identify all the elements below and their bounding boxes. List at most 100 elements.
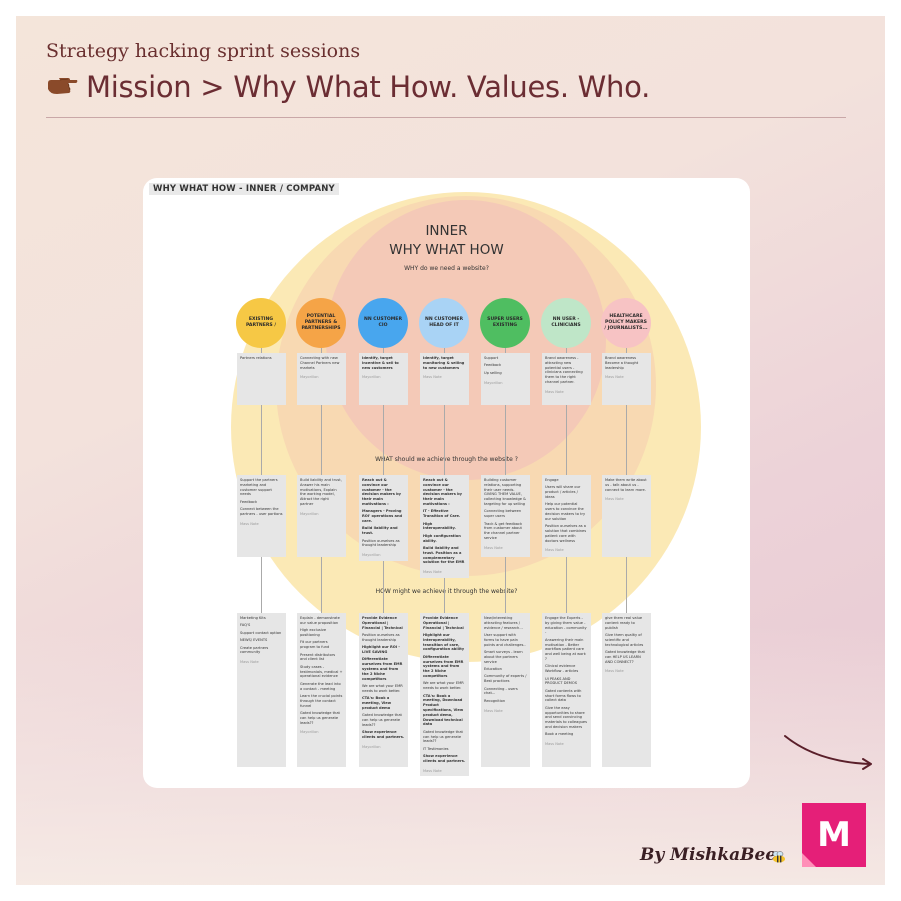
sticky-note-line: High Interoperability. [423,521,456,531]
sticky-note-author: Mayorillon [362,553,381,558]
persona-bubble: NN USER - CLINICIANS [541,298,591,348]
sticky-note-line: Show experience clients and partners. [423,754,466,763]
sticky-note-line: FAQ'S [240,623,251,628]
sticky-note-line: Connecting with new Channel Partners new… [300,356,340,370]
bee-icon [771,848,787,863]
sticky-note-line: Build liability and trust, Answer his ma… [300,478,342,506]
sticky-note-author: Mass Note [545,389,564,394]
why-question: WHY do we need a website? [404,265,489,272]
sticky-note-line: New/interesting attracting features / ev… [484,616,523,630]
sticky-note-author: Mass Note [545,548,564,553]
sticky-note-line: Reach out & convince our customer - the … [362,478,401,506]
persona-bubble: HEALTHCARE POLICY MAKERS / JOURNALISTS..… [601,298,651,348]
sticky-note-line: User support with forms to have pain poi… [484,632,526,647]
sticky-note-line: Give them quality of scientific and tech… [605,632,644,647]
sticky-note-line: Connecting - users chat... [484,686,518,696]
how-question: HOW might we achieve it through the webs… [375,588,518,595]
sticky-note-line: Build liability and trust. [362,526,398,536]
sticky-note-line: Feedback [484,363,502,368]
sticky-note-line: Building customer relations, supporting … [484,478,526,506]
sticky-note-line: Feedback [240,499,258,504]
sticky-note-line: Differentiate ourselves from EMR systems… [362,657,403,681]
sticky-note-author: Mayorillon [362,375,381,380]
sticky-note-line: IT Testimonies [423,746,449,751]
sticky-note-line: Book a meeting [545,732,574,737]
sticky-note-line: Partners relations [240,356,272,360]
sticky-note-line: Study cases - testimonials, medical + op… [300,664,343,679]
sticky-note-line: Community of experts / Best practices [484,674,527,684]
sticky-note-line: Engage the Experts - by giving them valu… [545,616,587,635]
sticky-note-line: Gated knowledge that can help us generat… [423,729,463,744]
sticky-note-line: Managers - Proving ROI' operations and c… [362,509,403,523]
sticky-note-line: Answering their main motivation - Better… [545,637,586,661]
sticky-note-line: Clinical evidence Workflow - articles [545,664,579,674]
sticky-note-why: Brand awareness - attracting new potenti… [542,353,591,405]
sticky-note-line: Education [484,666,502,671]
sticky-note-author: Mayorillon [300,511,319,516]
sticky-note-what: Support the partners marketing and custo… [237,475,286,557]
sticky-note-line: Support [484,356,499,360]
sticky-note-line: Gated knowledge that can HELP US LEARN A… [605,649,645,664]
sticky-note-author: Mass Note [545,742,564,747]
sticky-note-line: IT - Effective Transition of Care. [423,509,461,519]
sticky-note-line: CTA's: Book a meeting, Download Product … [423,693,464,727]
sticky-note-author: Mayorillon [300,375,319,380]
brand-logo-letter: M [817,815,851,855]
sticky-note-line: Identify, target incentive & sell to new… [362,356,399,370]
sticky-note-line: Highlight our ROI - LIVE SAVING [362,645,400,654]
sticky-note-line: We are what your EMR needs to work bette… [423,681,464,691]
sticky-note-line: Present distributors and client list [300,652,336,662]
sticky-note-how: New/interesting attracting features / ev… [481,613,530,767]
sticky-note-line: Smart surveys - learn about the partners… [484,649,523,664]
sticky-note-how: Provide Evidence Operational | Financial… [420,613,469,777]
sticky-note-line: Support contact option [240,630,282,635]
persona-bubble: POTENTIAL PARTNERS & PARTNERSHIPS [296,298,346,348]
inner-title-line1: INNER [425,223,468,239]
sticky-note-line: Recognition [484,698,506,703]
slide-title: Mission > Why What How. Values. Who. [46,70,650,104]
brand-logo: M [802,803,866,867]
persona-bubble: NN CUSTOMER HEAD OF IT [419,298,469,348]
sticky-note-why: Identify, target incentive & sell to new… [359,353,408,405]
sticky-note-what: Reach out & convince our customer - the … [420,475,469,578]
sticky-note-line: NEWS/ EVENTS [240,638,268,643]
sticky-note-line: Identify, target monitoring & selling to… [423,356,465,370]
inner-title: INNER WHY WHAT HOW [143,222,750,260]
sticky-note-line: Provide Evidence Operational | Financial… [362,616,403,630]
inner-title-line2: WHY WHAT HOW [389,242,504,258]
pointing-hand-icon [46,70,78,104]
sticky-note-why: Identify, target monitoring & selling to… [420,353,469,405]
sticky-note-why: Connecting with new Channel Partners new… [297,353,346,405]
sticky-note-line: Gated knowledge that can help us generat… [362,713,402,727]
sticky-note-what: Reach out & convince our customer - the … [359,475,408,561]
sticky-note-line: Reach out & convince our customer - the … [423,478,462,506]
sticky-note-line: Position ourselves as thought leadership [362,632,400,642]
curved-arrow-right-icon [782,730,877,775]
sticky-note-author: Mass Note [423,570,442,575]
sticky-note-author: Mass Note [240,521,259,526]
persona-bubble: SUPER USERS EXISTING [480,298,530,348]
sticky-note-author: Mass Note [240,660,259,665]
sticky-note-line: Connect between the partners - user port… [240,507,283,516]
sticky-note-line: CTA's: Book a meeting, View product demo [362,696,392,710]
sticky-note-line: Brand awareness Become a thought leaders… [605,356,639,370]
sticky-note-author: Mass Note [605,497,624,502]
sticky-note-line: give them real value content ready to pu… [605,616,643,630]
sticky-note-line: Explain - demonstrate our value proposit… [300,616,340,625]
sticky-note-author: Mayorillon [300,730,319,735]
sticky-note-line: Give the easy opportunities to share and… [545,705,587,729]
sticky-note-line: Up selling [484,370,502,375]
slide-title-text: Mission > Why What How. Values. Who. [86,70,650,104]
sticky-note-author: Mass Note [605,375,624,380]
sticky-note-author: Mass Note [423,768,442,773]
sticky-note-line: Gated contents with short forms flows to… [545,688,582,703]
author-byline: By MishkaBee [640,845,777,865]
sticky-note-line: High exclusive positioning [300,628,327,637]
sticky-note-line: Connecting between super users [484,509,522,519]
persona-bubble: NN CUSTOMER CIO [358,298,408,348]
sticky-note-line: Make them write about us - talk about us… [605,478,647,492]
sticky-note-line: Support the partners marketing and custo… [240,478,278,497]
